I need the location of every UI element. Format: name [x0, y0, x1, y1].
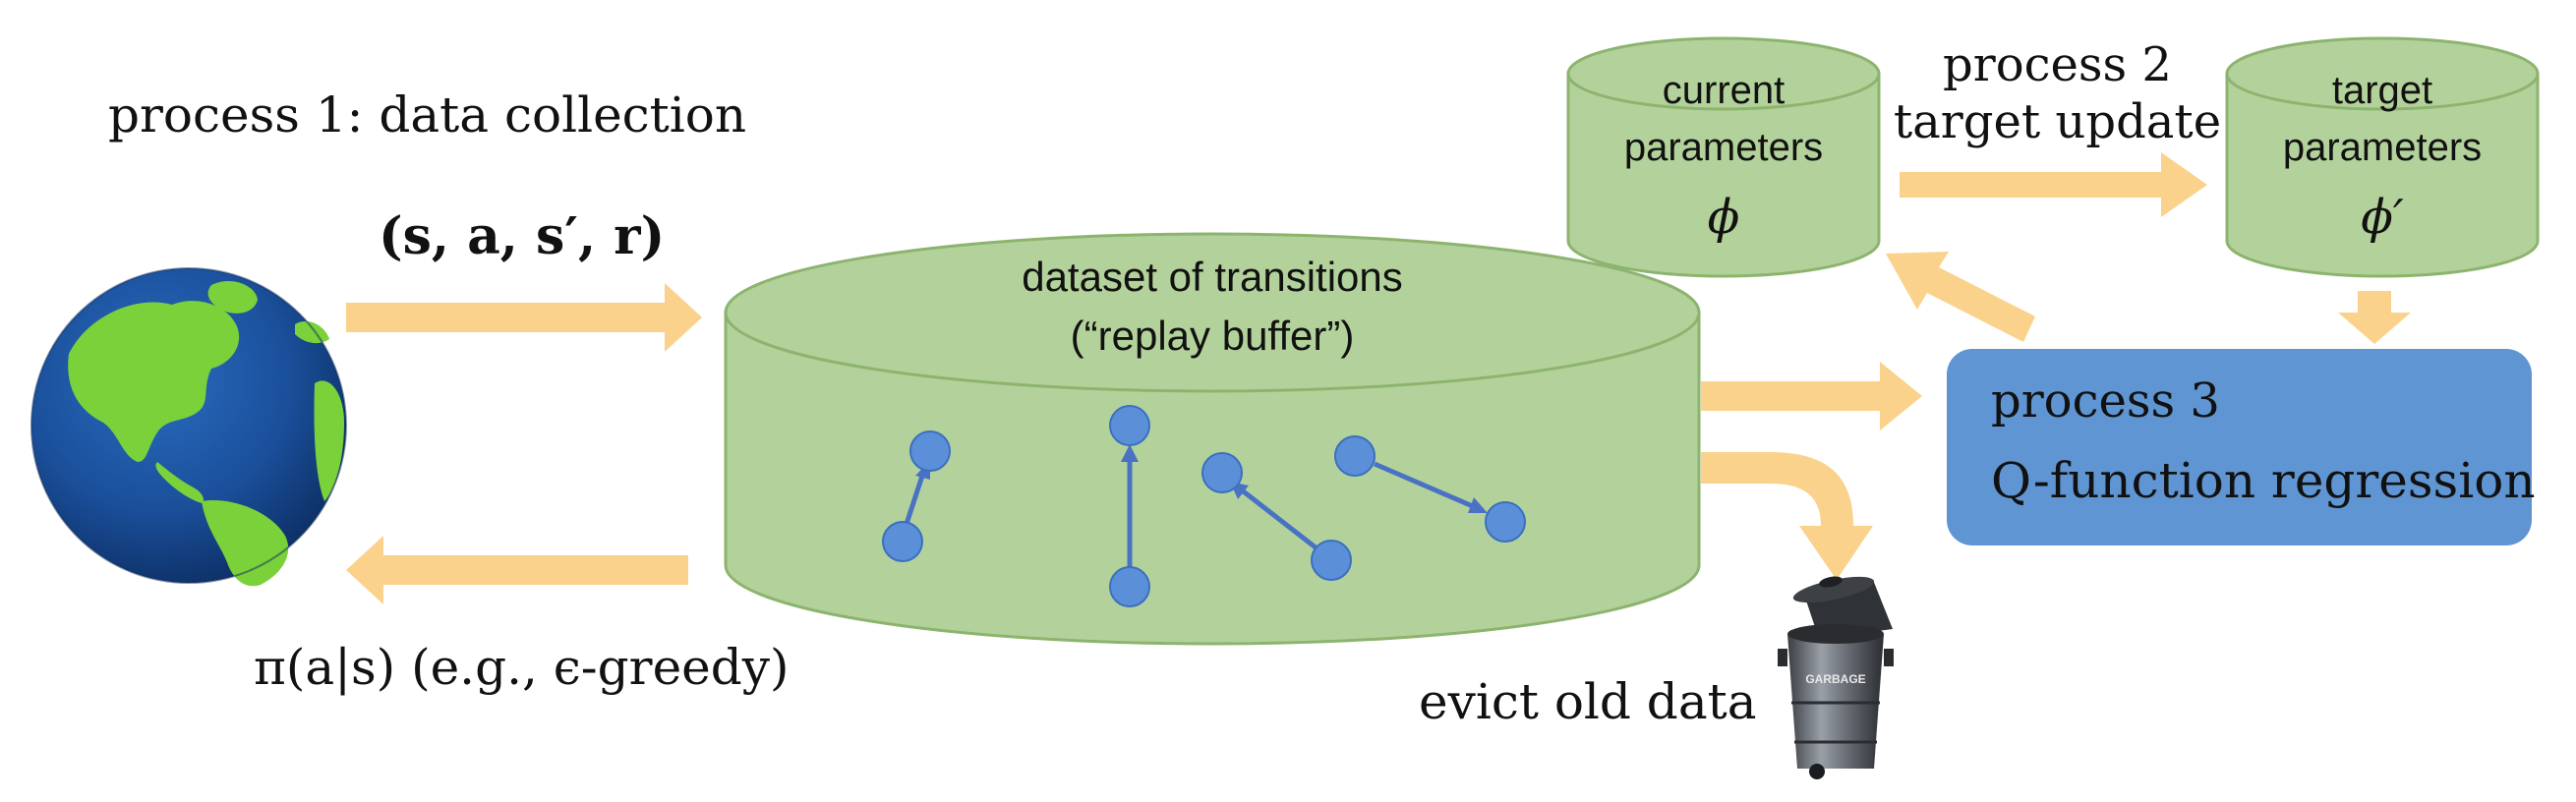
arrow-buffer-to-process3	[1701, 362, 1922, 430]
state-dot	[1334, 435, 1376, 477]
state-dot	[1109, 405, 1150, 446]
target-parameters-symbol: ϕ′	[2361, 190, 2404, 245]
process2-line1: process 2	[1943, 37, 2172, 92]
state-dot	[909, 430, 951, 472]
transition-sample	[1334, 435, 1526, 543]
transition-samples	[882, 405, 1526, 607]
state-dot	[1201, 452, 1243, 493]
arrows	[346, 152, 2411, 604]
process2-line2: target update	[1893, 94, 2222, 149]
transition-sample	[1109, 405, 1150, 607]
current-parameters-cylinder	[1566, 36, 1881, 278]
evict-label: evict old data	[1419, 673, 1757, 730]
arrow-policy-to-world	[346, 536, 688, 604]
process3-line2: Q-function regression	[1991, 452, 2536, 509]
state-dot	[1109, 566, 1150, 607]
garbage-can-icon: GARBAGE	[1778, 576, 1894, 779]
process3-line1: process 3	[1991, 373, 2220, 429]
state-dot	[882, 521, 923, 562]
target-parameters-line1: target	[2331, 69, 2433, 112]
buffer-title-line1: dataset of transitions	[1022, 254, 1403, 300]
target-parameters-line2: parameters	[2282, 126, 2483, 169]
arrow-transitions-to-buffer	[346, 283, 702, 352]
current-parameters-symbol: ϕ	[1707, 190, 1740, 245]
arrow-process3-to-current	[1886, 252, 2035, 342]
arrow-target-to-process3	[2338, 291, 2411, 344]
garbage-label: GARBAGE	[1805, 672, 1865, 686]
state-dot	[1485, 501, 1526, 543]
transition-tuple-label: (s, a, s′, r)	[379, 206, 666, 266]
process3-box	[1947, 349, 2532, 545]
arrow-target-update	[1900, 152, 2207, 217]
process1-label: process 1: data collection	[108, 86, 747, 143]
policy-label: π(a|s) (e.g., ϵ-greedy)	[254, 639, 790, 696]
earth-globe-icon	[30, 267, 347, 587]
transition-sample	[1201, 452, 1352, 581]
target-parameters-cylinder	[2225, 36, 2540, 278]
current-parameters-line2: parameters	[1623, 126, 1824, 169]
current-parameters-line1: current	[1662, 69, 1786, 112]
arrow-evict-to-trash	[1701, 452, 1873, 580]
state-dot	[1311, 540, 1352, 581]
buffer-title-line2: (“replay buffer”)	[1070, 313, 1355, 359]
transition-sample	[882, 430, 951, 562]
